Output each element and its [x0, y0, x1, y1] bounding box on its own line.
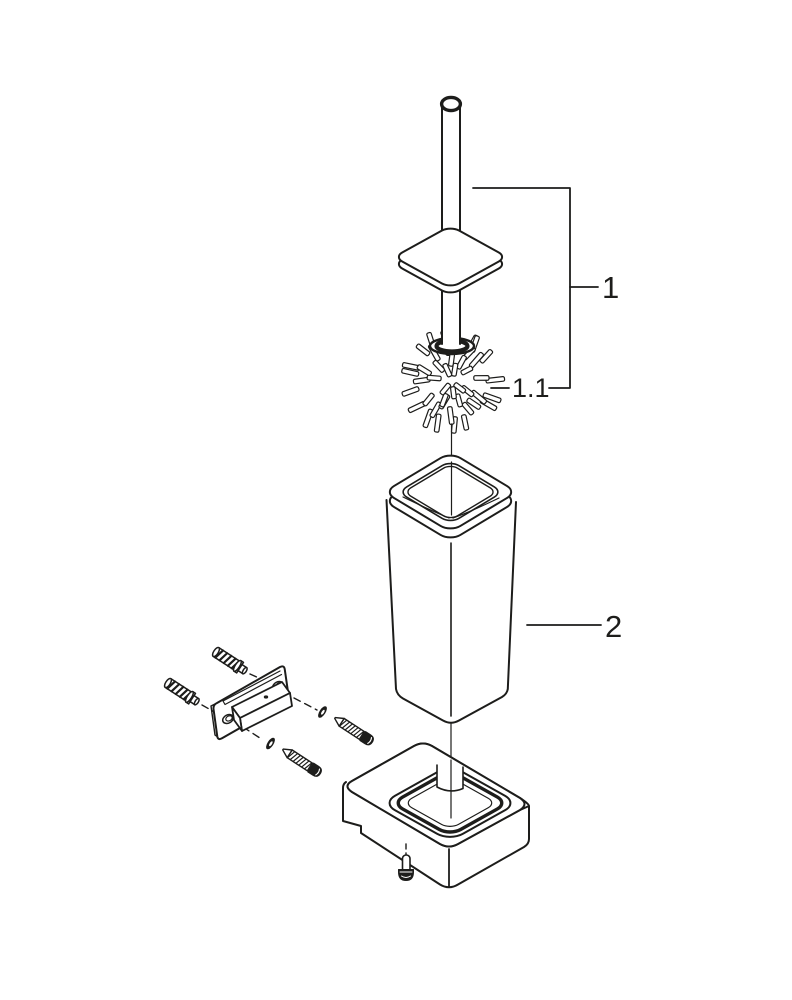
- set-screw-head: [398, 869, 414, 881]
- mounting-screw-lower: [282, 748, 322, 777]
- bristle: [426, 374, 442, 382]
- bristle: [401, 367, 420, 377]
- holder-set-screw: [398, 843, 414, 881]
- holder-recess-floor: [403, 777, 496, 829]
- bristle: [456, 354, 467, 370]
- bristle: [460, 365, 474, 376]
- holder-back-notch: [436, 764, 464, 792]
- bristle: [442, 362, 453, 378]
- bristle: [479, 348, 494, 364]
- wall-mount-assembly: [163, 646, 374, 777]
- bristle: [433, 413, 442, 433]
- bristle: [449, 386, 457, 400]
- wall-plate-block: [231, 681, 293, 732]
- wall-anchor-upper: [211, 646, 248, 675]
- lid-plate: [394, 226, 507, 295]
- bristle: [439, 382, 452, 396]
- bristle: [473, 375, 490, 381]
- holder-ring-bracket: [342, 742, 530, 889]
- wall-plate-groove: [222, 670, 283, 706]
- bristle: [401, 386, 420, 397]
- bristle: [460, 414, 470, 431]
- callout-bracket-part1: [472, 187, 599, 389]
- callout-label-part2: 2: [605, 609, 622, 644]
- container-rim-top: [384, 452, 517, 532]
- bristle: [482, 392, 502, 404]
- bristle: [439, 392, 449, 408]
- wall-anchor-lower: [163, 677, 200, 706]
- bristle: [454, 393, 464, 408]
- brush-head-bristles: [401, 330, 506, 434]
- container-interior-edges: [402, 496, 500, 519]
- bristle: [446, 406, 455, 425]
- brush-handle-rod: [439, 95, 463, 345]
- container-cup: [384, 452, 517, 724]
- screw-washer-lower: [266, 737, 275, 750]
- callout-label-part1-1: 1.1: [512, 373, 550, 403]
- bristle: [416, 364, 433, 377]
- callout-label-part1: 1: [602, 270, 619, 305]
- block-hole: [263, 695, 269, 699]
- bristle: [466, 397, 482, 410]
- rod-top-cap: [439, 95, 463, 113]
- bristle: [432, 359, 446, 373]
- bristle: [429, 401, 442, 419]
- holder-recess-inner: [392, 771, 508, 836]
- screw-washer-upper: [318, 706, 327, 718]
- bristle: [461, 401, 475, 416]
- bristle: [451, 362, 459, 377]
- bristle: [415, 343, 431, 357]
- container-rim-inner-2: [404, 464, 497, 520]
- mounting-screw-upper: [334, 716, 374, 746]
- bristle: [422, 392, 435, 407]
- bristle: [453, 382, 467, 394]
